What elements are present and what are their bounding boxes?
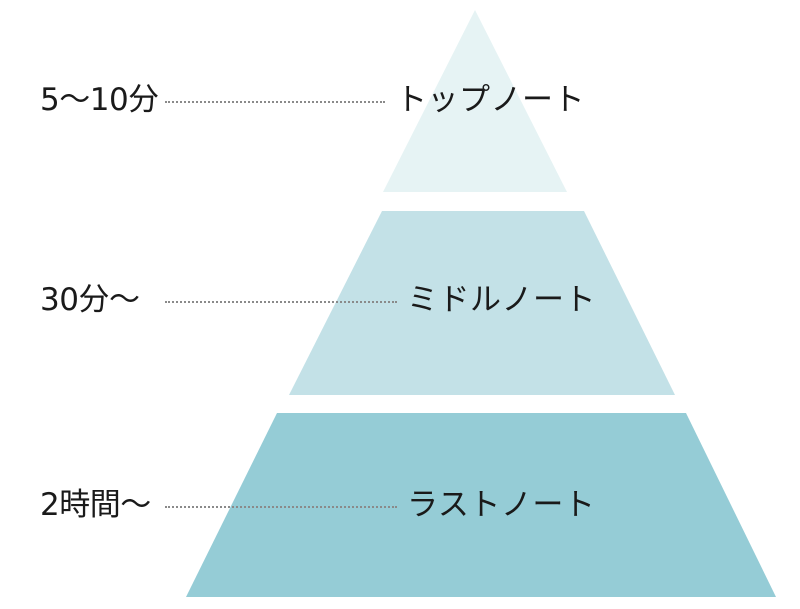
time-label-bottom: 2時間〜 (40, 487, 151, 523)
time-label-top: 5〜10分 (40, 82, 159, 118)
pyramid-tier-top (383, 10, 567, 192)
pyramid-tier-middle (289, 211, 675, 395)
leader-line-middle (165, 301, 397, 303)
note-label-middle: ミドルノート (407, 282, 596, 318)
leader-line-top (165, 101, 385, 103)
note-label-bottom: ラストノート (407, 487, 596, 523)
leader-line-bottom (165, 506, 397, 508)
note-label-top: トップノート (396, 82, 585, 118)
pyramid-tier-bottom (186, 413, 776, 597)
time-label-middle: 30分〜 (40, 282, 140, 318)
